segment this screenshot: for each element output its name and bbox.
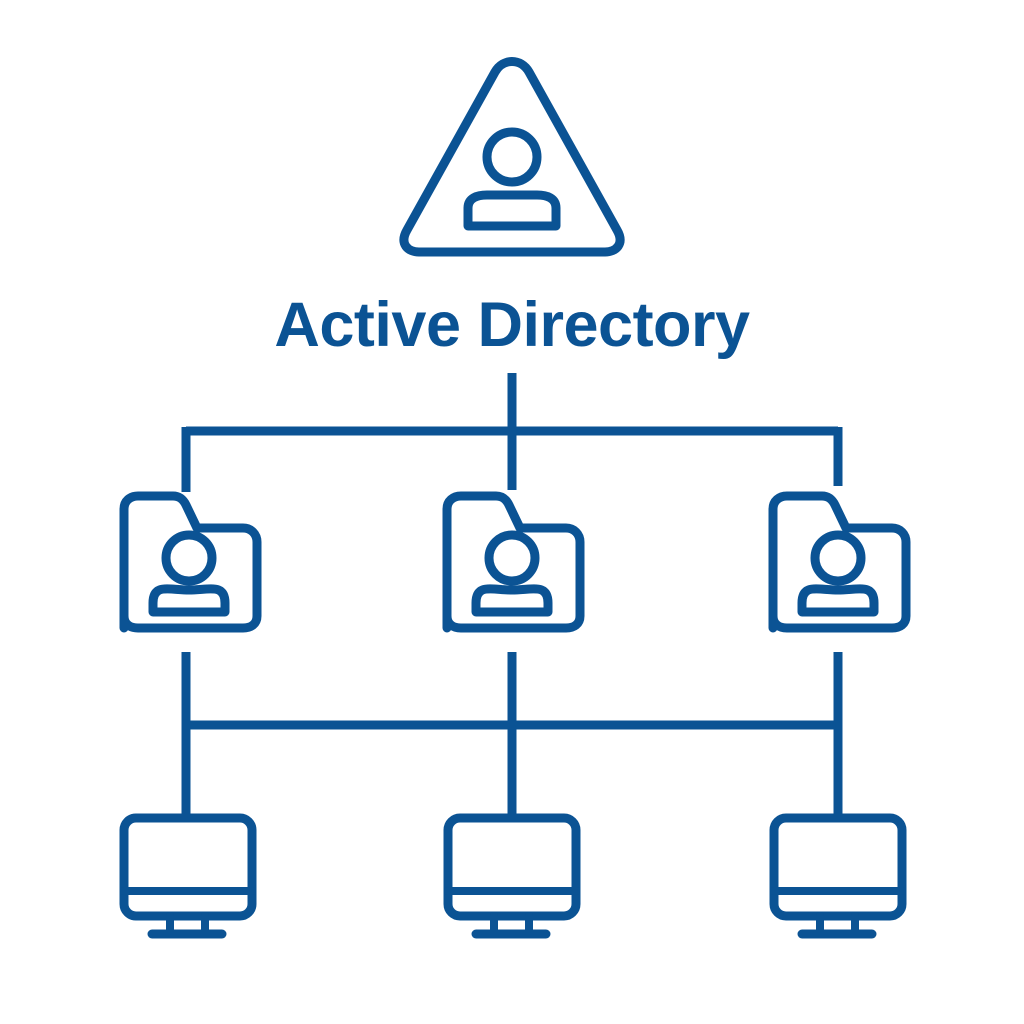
triangle-user-icon — [399, 57, 625, 257]
folder-user-icon — [768, 491, 911, 633]
monitor-body — [443, 813, 581, 921]
user-head-shape — [484, 530, 540, 586]
user-head-shape — [482, 127, 542, 187]
user-head-shape — [161, 530, 217, 586]
node-monitor-left[interactable] — [119, 813, 257, 939]
node-monitor-right[interactable] — [769, 813, 907, 939]
folder-outline — [768, 491, 911, 633]
user-body-shape — [463, 190, 561, 231]
folder-outline — [119, 491, 262, 633]
folder-user-icon — [119, 491, 262, 633]
desktop-monitor-icon — [119, 813, 257, 939]
node-folder-center[interactable] — [442, 491, 585, 633]
desktop-monitor-icon — [769, 813, 907, 939]
monitor-body — [769, 813, 907, 921]
triangle-outline — [399, 57, 625, 257]
folder-user-icon — [442, 491, 585, 633]
node-folder-left[interactable] — [119, 491, 262, 633]
node-active-directory[interactable]: Active Directory — [274, 57, 751, 361]
node-folder-right[interactable] — [768, 491, 911, 633]
lower-connector-group — [181, 652, 843, 818]
monitor-body — [119, 813, 257, 921]
upper-connector-group — [181, 373, 843, 492]
node-monitor-center[interactable] — [443, 813, 581, 939]
folder-outline — [442, 491, 585, 633]
desktop-monitor-icon — [443, 813, 581, 939]
user-body-shape — [797, 584, 879, 617]
user-head-shape — [810, 530, 866, 586]
page-title: Active Directory — [274, 290, 750, 360]
user-body-shape — [471, 584, 553, 617]
user-body-shape — [148, 584, 230, 617]
